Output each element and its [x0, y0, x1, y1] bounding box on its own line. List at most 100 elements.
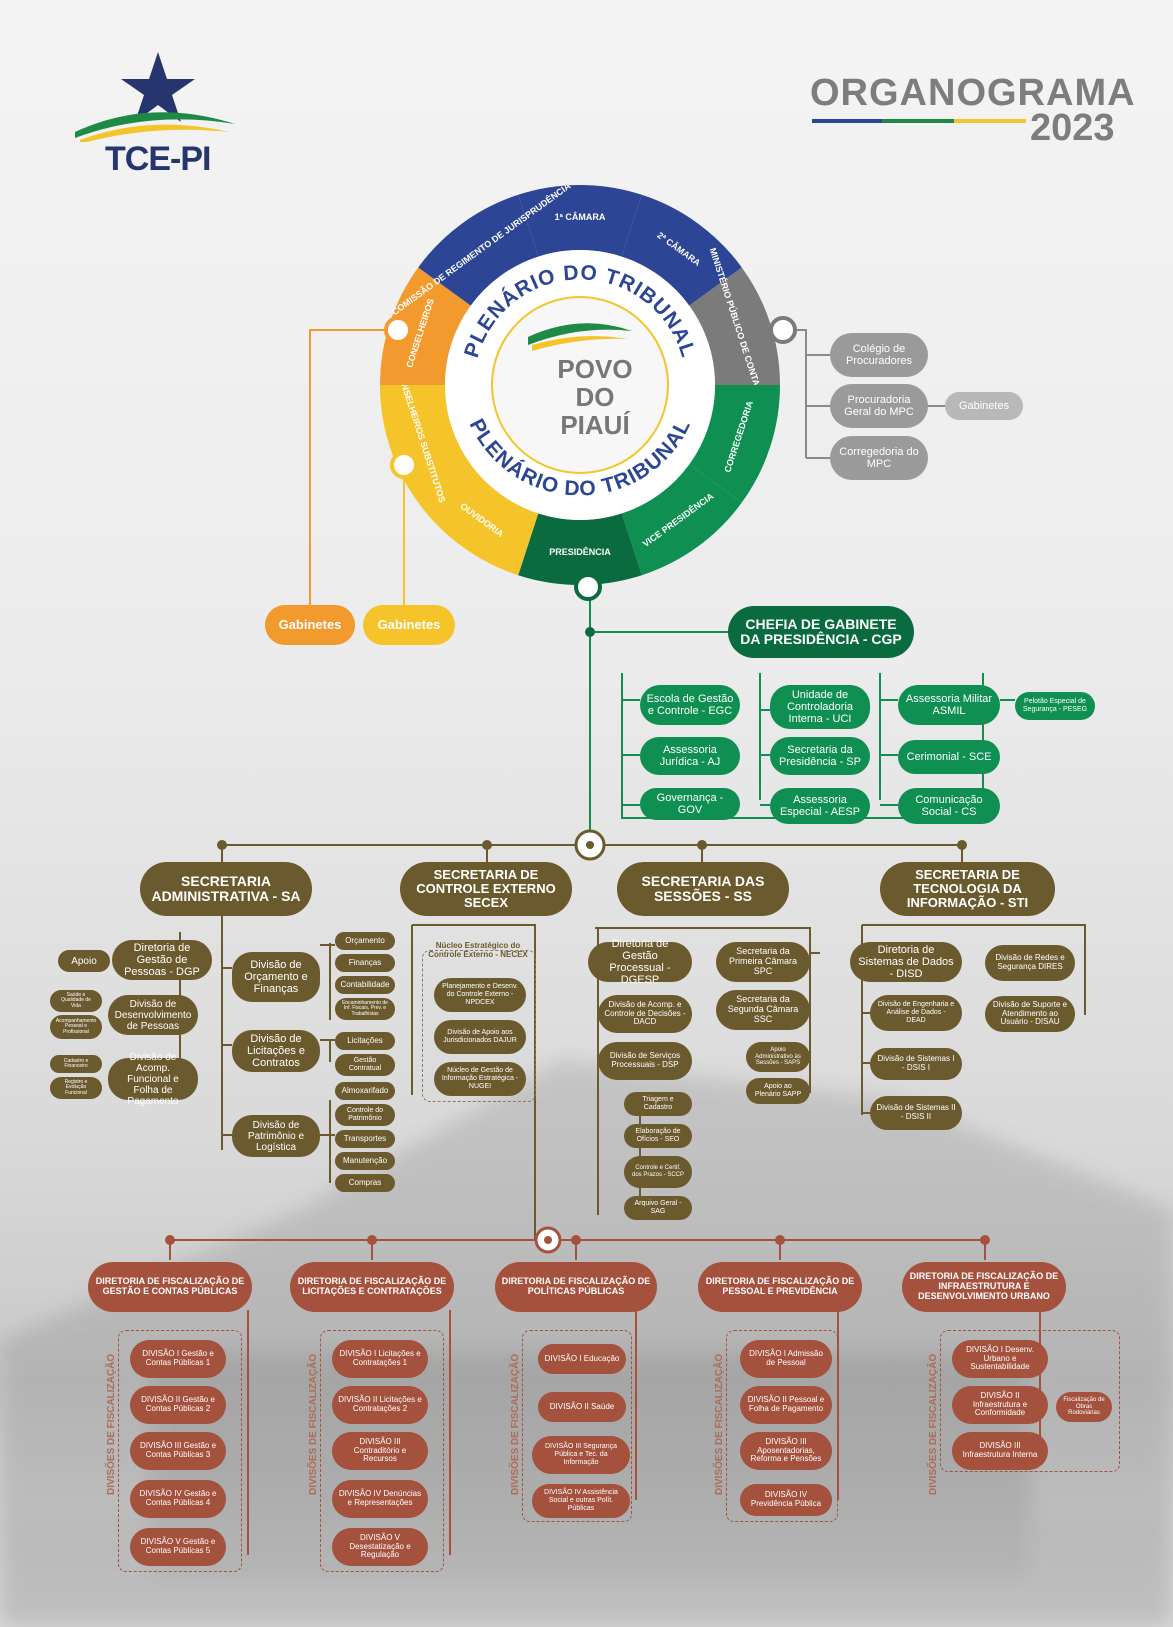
div-pes-4[interactable]: DIVISÃO IV Previdência Pública — [740, 1484, 832, 1516]
div-gestao-3[interactable]: DIVISÃO III Gestão e Contas Públicas 3 — [130, 1432, 226, 1470]
cgp-sce[interactable]: Cerimonial - SCE — [898, 740, 1000, 774]
wheel-segment[interactable] — [518, 513, 642, 585]
sa-orc-item-2[interactable]: Finanças — [335, 954, 395, 972]
wheel-segment[interactable] — [689, 385, 780, 503]
sa-patrimonio[interactable]: Divisão de Patrimônio e Logística — [232, 1115, 320, 1157]
div-inf-3[interactable]: DIVISÃO III Infraestrutura Interna — [952, 1432, 1048, 1470]
sti-disau[interactable]: Divisão de Suporte e Atendimento ao Usuá… — [985, 996, 1075, 1032]
sa-dgp[interactable]: Diretoria de Gestão de Pessoas - DGP — [112, 940, 212, 980]
wheel-segment[interactable] — [621, 464, 742, 576]
ss-dsp[interactable]: Divisão de Serviços Processuais - DSP — [598, 1042, 692, 1080]
sti-dires[interactable]: Divisão de Redes e Segurança DIRES — [985, 945, 1075, 981]
div-pol-4[interactable]: DIVISÃO IV Assistência Social e outras P… — [532, 1484, 630, 1518]
cgp-peseg[interactable]: Pelotão Especial de Segurança - PESEG — [1015, 692, 1095, 720]
div-lic-3[interactable]: DIVISÃO III Contraditório e Recursos — [332, 1432, 428, 1470]
mpc-colegio[interactable]: Colégio de Procuradores — [830, 333, 928, 377]
mpc-procuradoria[interactable]: Procuradoria Geral do MPC — [830, 384, 928, 428]
mpc-gabinetes[interactable]: Gabinetes — [945, 392, 1023, 420]
div-pol-1[interactable]: DIVISÃO I Educação — [538, 1344, 626, 1374]
sti-dead[interactable]: Divisão de Engenharia e Análise de Dados… — [870, 995, 962, 1031]
sa-lic-item-2[interactable]: Gestão Contratual — [335, 1054, 395, 1076]
dir-infra[interactable]: DIRETORIA DE FISCALIZAÇÃO DE INFRAESTRUT… — [902, 1262, 1066, 1312]
sa-saude[interactable]: Saúde e Qualidade de Vida — [50, 990, 102, 1012]
wheel-segment[interactable] — [380, 267, 471, 385]
cgp-cs[interactable]: Comunicação Social - CS — [898, 788, 1000, 824]
div-pes-3[interactable]: DIVISÃO III Aposentadorias, Reforma e Pe… — [740, 1432, 832, 1470]
sa-acomp[interactable]: Divisão de Acomp. Funcional e Folha de P… — [108, 1052, 198, 1107]
gabinetes-conselheiros[interactable]: Gabinetes — [265, 605, 355, 645]
sa-registro[interactable]: Registro e Evolução Funcional — [50, 1077, 102, 1099]
wheel-segment[interactable] — [418, 464, 539, 576]
ss-seo[interactable]: Elaboração de Ofícios - SEO — [624, 1124, 692, 1148]
sti-dsis1[interactable]: Divisão de Sistemas I - DSIS I — [870, 1048, 962, 1080]
gabinetes-substitutos[interactable]: Gabinetes — [363, 605, 455, 645]
sa-apoio[interactable]: Apoio — [58, 950, 110, 972]
sa-orc-item-3[interactable]: Contabilidade — [335, 976, 395, 994]
ss-triagem[interactable]: Triagem e Cadastro — [624, 1092, 692, 1116]
mpc-corregedoria[interactable]: Corregedoria do MPC — [830, 436, 928, 480]
cgp-gov[interactable]: Governança - GOV — [640, 788, 740, 820]
ss-ssc[interactable]: Secretaria da Segunda Câmara SSC — [716, 990, 810, 1030]
secex-header[interactable]: SECRETARIA DE CONTROLE EXTERNO SECEX — [400, 862, 572, 916]
dir-politicas[interactable]: DIRETORIA DE FISCALIZAÇÃO DE POLÍTICAS P… — [495, 1262, 657, 1312]
div-lic-2[interactable]: DIVISÃO II Licitações e Contratações 2 — [332, 1386, 428, 1424]
div-pes-2[interactable]: DIVISÃO II Pessoal e Folha de Pagamento — [740, 1386, 832, 1424]
wheel-segment[interactable] — [418, 194, 539, 306]
div-frame-1 — [118, 1330, 242, 1572]
sa-licitacoes[interactable]: Divisão de Licitações e Contratos — [232, 1030, 320, 1072]
div-lic-1[interactable]: DIVISÃO I Licitações e Contratações 1 — [332, 1340, 428, 1378]
ss-header[interactable]: SECRETARIA DAS SESSÕES - SS — [617, 862, 789, 916]
secex-dajur[interactable]: Divisão de Apoio aos Jurisdicionados DAJ… — [434, 1020, 526, 1054]
sa-pat-item-4[interactable]: Manutenção — [335, 1152, 395, 1170]
div-pol-3[interactable]: DIVISÃO III Segurança Pública e Tec. da … — [532, 1436, 630, 1474]
secex-nugei[interactable]: Núcleo de Gestão de Informação Estratégi… — [434, 1062, 526, 1096]
sa-pat-item-3[interactable]: Transportes — [335, 1130, 395, 1148]
cgp-aesp[interactable]: Assessoria Especial - AESP — [770, 788, 870, 824]
cgp-uci[interactable]: Unidade de Controladoria Interna - UCI — [770, 685, 870, 729]
sa-lic-item-1[interactable]: Licitações — [335, 1032, 395, 1050]
sa-header[interactable]: SECRETARIA ADMINISTRATIVA - SA — [140, 862, 312, 916]
cgp-aj[interactable]: Assessoria Jurídica - AJ — [640, 737, 740, 775]
sa-pat-item-1[interactable]: Almoxarifado — [335, 1082, 395, 1100]
sa-orcamento[interactable]: Divisão de Orçamento e Finanças — [232, 952, 320, 1002]
div-inf-2[interactable]: DIVISÃO II Infraestrutura e Conformidade — [952, 1386, 1048, 1424]
div-inf-1[interactable]: DIVISÃO I Desenv. Urbano e Sustentabilid… — [952, 1340, 1048, 1378]
sa-orc-item-1[interactable]: Orçamento — [335, 932, 395, 950]
ss-sccp[interactable]: Controle e Certif. dos Prazos - SCCP — [624, 1156, 692, 1188]
sa-orc-item-4[interactable]: Encaminhamento de Inf. Fiscais, Prev. e … — [335, 998, 395, 1020]
div-gestao-1[interactable]: DIVISÃO I Gestão e Contas Públicas 1 — [130, 1340, 226, 1378]
sti-dsis2[interactable]: Divisão de Sistemas II - DSIS II — [870, 1096, 962, 1130]
cgp-asmil[interactable]: Assessoria Militar ASMIL — [898, 685, 1000, 725]
cgp-box[interactable]: CHEFIA DE GABINETE DA PRESIDÊNCIA - CGP — [728, 606, 914, 658]
sa-acomp-pessoal[interactable]: Acompanhamento Pessoal e Profissional — [50, 1015, 102, 1039]
div-gestao-2[interactable]: DIVISÃO II Gestão e Contas Públicas 2 — [130, 1386, 226, 1424]
ss-spc[interactable]: Secretaria da Primeira Câmara SPC — [716, 942, 810, 982]
wheel-segment[interactable] — [689, 267, 780, 385]
dir-gestao[interactable]: DIRETORIA DE FISCALIZAÇÃO DE GESTÃO E CO… — [88, 1262, 252, 1312]
div-pes-1[interactable]: DIVISÃO I Admissão de Pessoal — [740, 1340, 832, 1378]
div-pol-2[interactable]: DIVISÃO II Saúde — [538, 1392, 626, 1422]
wheel-segment[interactable] — [621, 194, 742, 306]
sti-disd[interactable]: Diretoria de Sistemas de Dados - DISD — [850, 942, 962, 982]
ss-dgesp[interactable]: Diretoria de Gestão Processual - DGESP — [588, 938, 692, 986]
sa-desenv[interactable]: Divisão de Desenvolvimento de Pessoas — [108, 995, 198, 1035]
dir-licitacoes[interactable]: DIRETORIA DE FISCALIZAÇÃO DE LICITAÇÕES … — [290, 1262, 454, 1312]
div-lic-4[interactable]: DIVISÃO IV Denúncias e Representações — [332, 1480, 428, 1518]
ss-sapp[interactable]: Apoio ao Plenário SAPP — [746, 1078, 810, 1104]
sa-cadastro[interactable]: Cadastro e Financeiro — [50, 1055, 102, 1073]
ss-dacd[interactable]: Divisão de Acomp. e Controle de Decisões… — [598, 995, 692, 1033]
wheel-segment[interactable] — [518, 185, 642, 257]
div-gestao-4[interactable]: DIVISÃO IV Gestão e Contas Públicas 4 — [130, 1480, 226, 1518]
div-inf-extra[interactable]: Fiscalização de Obras Rodoviárias — [1056, 1392, 1112, 1422]
ss-sag[interactable]: Arquivo Geral - SAG — [624, 1196, 692, 1220]
div-lic-5[interactable]: DIVISÃO V Desestatização e Regulação — [332, 1528, 428, 1566]
secex-npdcex[interactable]: Planejamento e Desenv. do Controle Exter… — [434, 978, 526, 1012]
sti-header[interactable]: SECRETARIA DE TECNOLOGIA DA INFORMAÇÃO -… — [880, 862, 1055, 916]
sa-pat-item-2[interactable]: Controle do Patrimônio — [335, 1104, 395, 1126]
div-gestao-5[interactable]: DIVISÃO V Gestão e Contas Públicas 5 — [130, 1528, 226, 1566]
cgp-egc[interactable]: Escola de Gestão e Controle - EGC — [640, 685, 740, 725]
ss-saps[interactable]: Apoio Administrativo às Sessões - SAPS — [746, 1042, 810, 1072]
dir-pessoal[interactable]: DIRETORIA DE FISCALIZAÇÃO DE PESSOAL E P… — [698, 1262, 862, 1312]
cgp-sp[interactable]: Secretaria da Presidência - SP — [770, 737, 870, 775]
sa-pat-item-5[interactable]: Compras — [335, 1174, 395, 1192]
